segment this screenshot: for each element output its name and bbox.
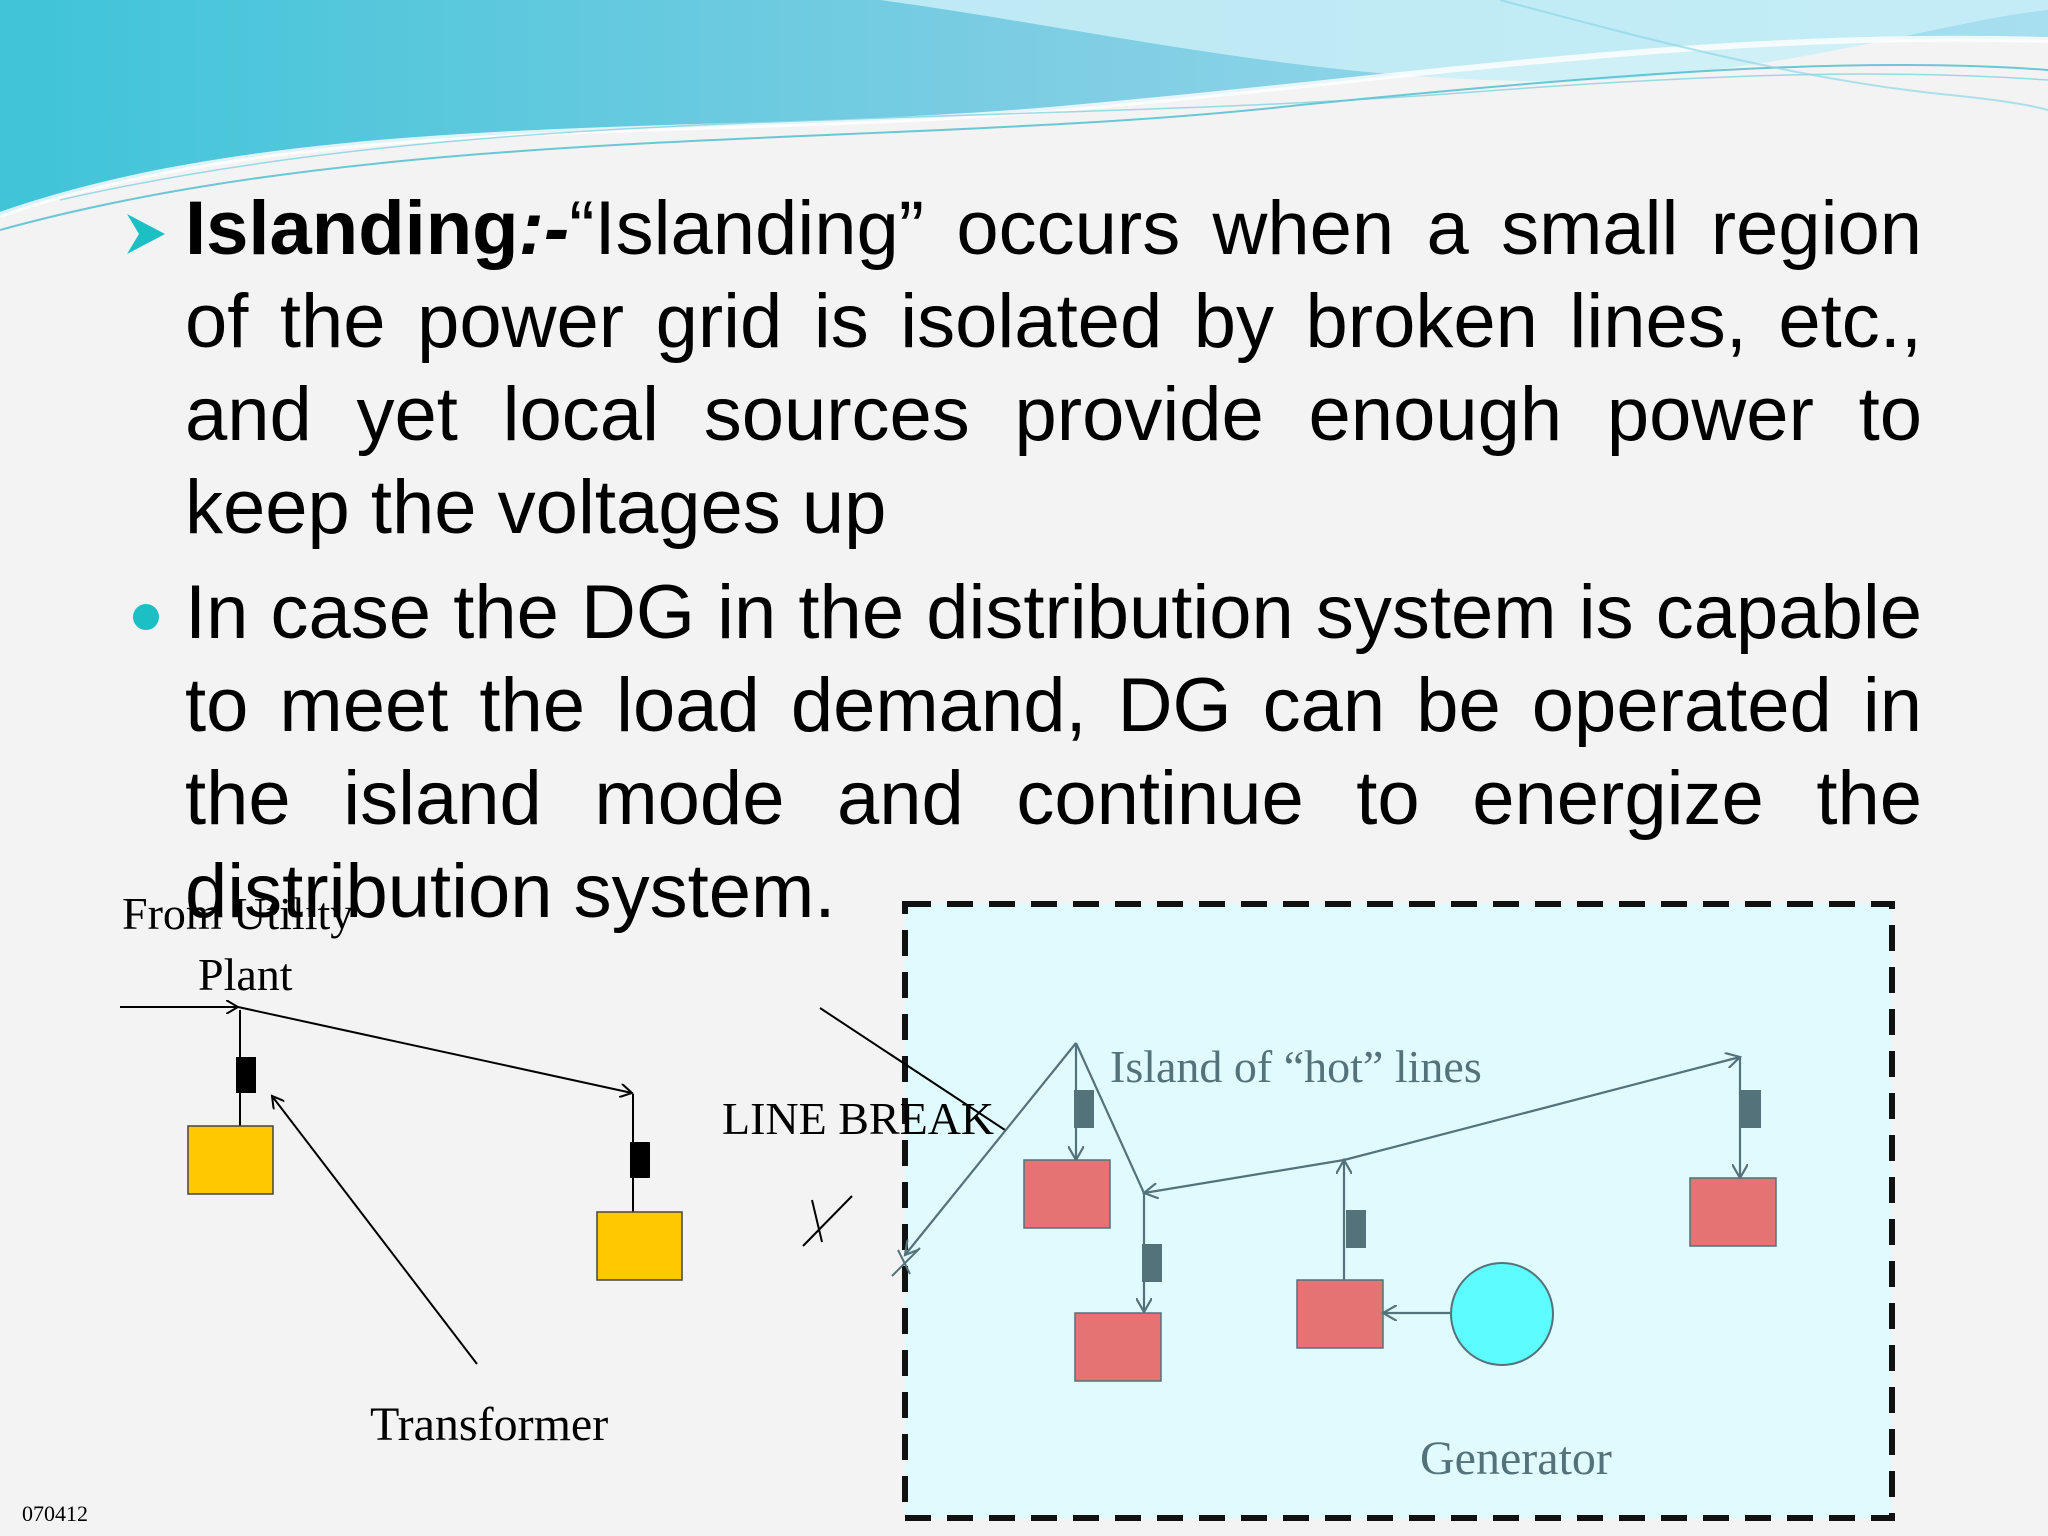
- bullet-text: “Islanding” occurs when a small region o…: [185, 186, 1922, 550]
- island-label: Island of “hot” lines: [1110, 1041, 1482, 1092]
- utility-network: [120, 1006, 683, 1365]
- transformer-symbol: [236, 1057, 256, 1093]
- island-line: [1144, 1158, 1345, 1193]
- footer-code: 070412: [22, 1501, 88, 1526]
- transformer-label: Transformer: [370, 1398, 608, 1451]
- bullet-separator: :-: [518, 186, 570, 271]
- dot-bullet-icon: [133, 604, 159, 630]
- island-network: [905, 1042, 1777, 1382]
- generator-icon: [1450, 1262, 1554, 1366]
- break-mark-icon: [802, 1195, 853, 1247]
- island-transformer-symbol: [1142, 1244, 1162, 1282]
- bullet-dg: In case the DG in the distribution syste…: [133, 566, 1922, 938]
- arrow-bullet-icon: [127, 214, 165, 254]
- line-break-label: LINE BREAK: [722, 1093, 994, 1144]
- island-transformer-symbol: [1741, 1090, 1761, 1128]
- transformer-symbol: [630, 1142, 650, 1178]
- utility-line: [237, 1006, 632, 1093]
- break-mark-icon: [811, 1199, 823, 1243]
- island-load-box: [1023, 1159, 1111, 1229]
- island-line: [1343, 1057, 1740, 1162]
- bullet-islanding: Islanding:-“Islanding” occurs when a sma…: [127, 182, 1922, 554]
- bullet-list: Islanding:-“Islanding” occurs when a sma…: [127, 182, 1922, 938]
- transformer-pointer: [272, 1096, 478, 1365]
- break-mark-icon: [897, 1249, 911, 1275]
- line-break: [802, 1007, 1006, 1277]
- island-load-box: [1689, 1177, 1777, 1247]
- island-transformer-symbol: [1074, 1090, 1094, 1128]
- utility-load-box: [596, 1211, 683, 1281]
- utility-load-box: [187, 1125, 274, 1195]
- utility-label-line2: Plant: [198, 949, 293, 1000]
- utility-label-line1: From Utility: [122, 888, 353, 939]
- island-load-box: [1074, 1312, 1162, 1382]
- bullet-text: In case the DG in the distribution syste…: [185, 570, 1922, 934]
- generator-label: Generator: [1420, 1432, 1612, 1485]
- island-transformer-symbol: [1346, 1210, 1366, 1248]
- island-load-box: [1296, 1279, 1384, 1349]
- island-line: [905, 1042, 1077, 1255]
- island-line: [1074, 1042, 1146, 1194]
- line-break-pointer: [819, 1007, 1006, 1131]
- bullet-term: Islanding: [185, 186, 519, 271]
